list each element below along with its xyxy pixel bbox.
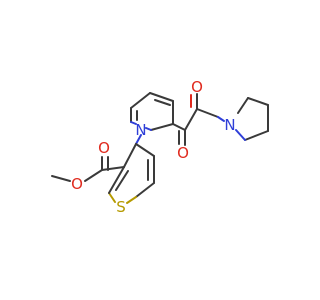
oxo-amide-chain <box>172 93 269 146</box>
keto-oxygen-1-label: O <box>191 78 203 96</box>
molecule-diagram: N N O O O O S <box>51 78 269 216</box>
pyrrolidine-nitrogen-label: N <box>224 116 235 134</box>
keto-oxygen-2-label: O <box>177 144 189 162</box>
thiophene-ring <box>108 134 155 204</box>
thiophene-sulfur-label: S <box>116 198 126 216</box>
ester-ether-oxygen-label: O <box>71 175 83 193</box>
ester-carbonyl-oxygen-label: O <box>98 139 110 157</box>
methyl-ester <box>51 156 125 182</box>
pyrrole-nitrogen-label: N <box>135 121 146 139</box>
structure-drawing: N N O O O O S <box>51 78 269 216</box>
pyrrole-ring <box>130 92 174 131</box>
